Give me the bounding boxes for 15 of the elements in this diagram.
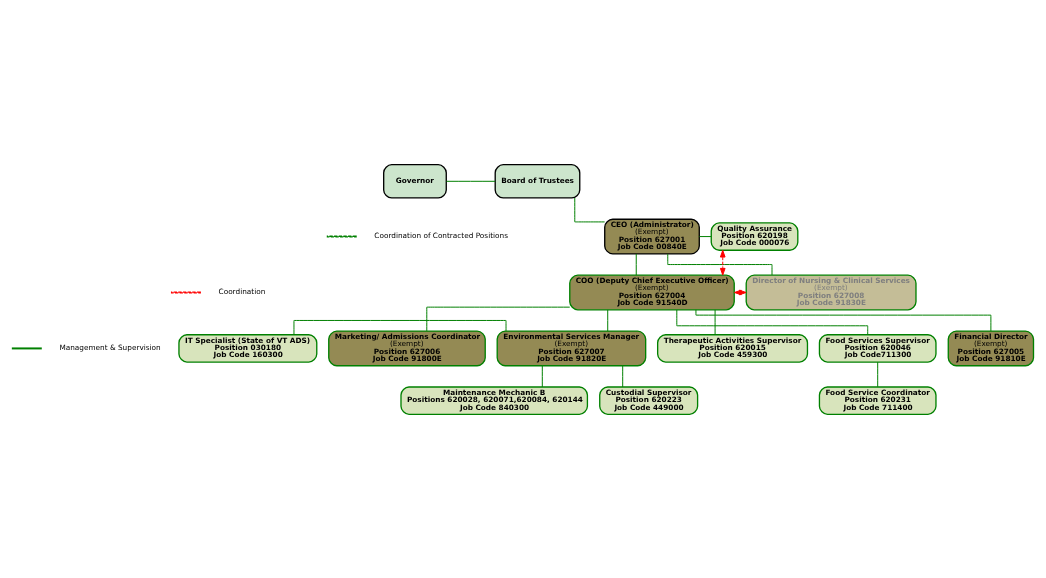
connector bbox=[541, 364, 543, 387]
connector bbox=[877, 361, 879, 387]
connector bbox=[635, 252, 637, 276]
arrow bbox=[719, 249, 726, 275]
connector bbox=[293, 319, 507, 335]
connector bbox=[676, 308, 869, 335]
connector bbox=[695, 308, 992, 331]
connector bbox=[607, 308, 609, 332]
connector bbox=[714, 308, 716, 335]
connector bbox=[622, 364, 624, 387]
connector bbox=[574, 197, 606, 222]
connector bbox=[426, 306, 571, 331]
connector bbox=[698, 235, 712, 237]
connector bbox=[667, 253, 773, 275]
connector bbox=[446, 180, 496, 182]
